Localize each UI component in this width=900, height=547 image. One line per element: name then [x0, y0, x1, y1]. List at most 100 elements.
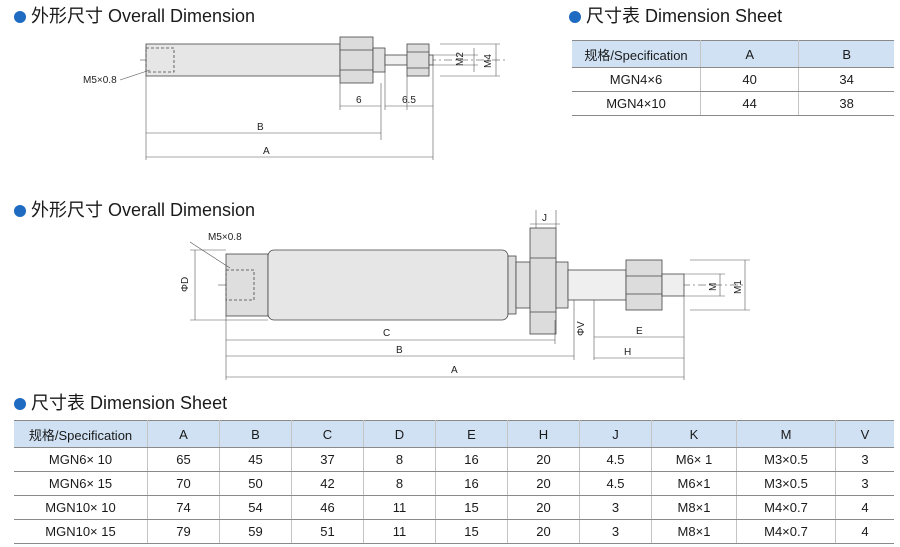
table-cell: 3 — [835, 447, 894, 472]
table-cell: 15 — [435, 519, 508, 544]
dim-j-label: J — [542, 213, 547, 224]
rod-nut-2 — [625, 259, 663, 311]
dimension-sheet-heading-1: 尺寸表 Dimension Sheet — [569, 5, 782, 27]
body-tube — [145, 43, 341, 77]
table-cell: M8×1 — [651, 519, 737, 544]
table-header-row: 规格/Specification A B — [572, 40, 894, 68]
overall-dimension-heading-2: 外形尺寸 Overall Dimension — [14, 199, 255, 221]
column-header: 规格/Specification — [14, 420, 148, 448]
bullet-icon — [14, 205, 26, 217]
table-cell: 37 — [291, 447, 364, 472]
table-cell: M4×0.7 — [736, 519, 836, 544]
dimension-sheet-heading-2: 尺寸表 Dimension Sheet — [14, 392, 227, 414]
table-row: MGN6× 15 70 50 42 8 16 20 4.5 M6×1 M3×0.… — [14, 471, 894, 496]
dimension-lines-1 — [119, 43, 500, 160]
table-cell: 44 — [699, 91, 799, 116]
hex-nut — [339, 36, 374, 84]
rod-nut — [406, 43, 430, 77]
table-cell: 4.5 — [579, 471, 652, 496]
column-header: D — [363, 420, 436, 448]
table-cell: 3 — [835, 471, 894, 496]
dim-m-label: M — [708, 283, 719, 291]
column-header: 规格/Specification — [572, 40, 701, 68]
bullet-icon — [569, 11, 581, 23]
thread-label-2: M5×0.8 — [208, 232, 242, 243]
heading-text: 尺寸表 Dimension Sheet — [31, 393, 228, 413]
collar — [372, 47, 386, 73]
dim-phi-v-label: ΦV — [576, 321, 587, 336]
table-cell: 51 — [291, 519, 364, 544]
column-header: C — [291, 420, 364, 448]
table-row: MGN4×6 40 34 — [572, 67, 894, 92]
column-header: M — [736, 420, 836, 448]
dim-b-label-2: B — [396, 345, 403, 356]
table-cell: M3×0.5 — [736, 447, 836, 472]
table-cell: 38 — [798, 91, 894, 116]
table-cell: 20 — [507, 471, 580, 496]
heading-text: 尺寸表 Dimension Sheet — [586, 6, 783, 26]
dim-h-label: H — [624, 347, 631, 358]
table-cell: 40 — [699, 67, 799, 92]
flange-2 — [515, 261, 531, 309]
table-cell: M6× 1 — [651, 447, 737, 472]
table-row: MGN10× 15 79 59 51 11 15 20 3 M8×1 M4×0.… — [14, 519, 894, 544]
bullet-icon — [14, 11, 26, 23]
dim-e-label: E — [636, 326, 643, 337]
table-cell: 4 — [835, 495, 894, 520]
dim-6-5-label: 6.5 — [402, 95, 416, 106]
column-header: J — [579, 420, 652, 448]
dim-m1-label: M1 — [733, 280, 744, 294]
table-cell: 20 — [507, 519, 580, 544]
column-header: A — [699, 40, 799, 68]
table-cell: 8 — [363, 471, 436, 496]
column-header: H — [507, 420, 580, 448]
column-header: B — [798, 40, 894, 68]
table-cell: MGN6× 10 — [14, 447, 148, 472]
m4-label: M4 — [483, 54, 494, 68]
table-cell: M4×0.7 — [736, 495, 836, 520]
table-cell: MGN10× 15 — [14, 519, 148, 544]
flange-1 — [507, 255, 517, 315]
table-cell: 70 — [147, 471, 220, 496]
end-cap — [225, 253, 269, 317]
table-cell: MGN6× 15 — [14, 471, 148, 496]
table-cell: 11 — [363, 495, 436, 520]
dim-a-label-2: A — [451, 365, 458, 376]
table-cell: 20 — [507, 495, 580, 520]
table-cell: M8×1 — [651, 495, 737, 520]
table-cell: M3×0.5 — [736, 471, 836, 496]
table-cell: 54 — [219, 495, 292, 520]
column-header: K — [651, 420, 737, 448]
table-row: MGN4×10 44 38 — [572, 91, 894, 116]
table-cell: 16 — [435, 447, 508, 472]
thread-hidden-lines-2 — [225, 269, 255, 301]
body-tube-2 — [267, 249, 509, 321]
table-row: MGN10× 10 74 54 46 11 15 20 3 M8×1 M4×0.… — [14, 495, 894, 520]
table-cell: 11 — [363, 519, 436, 544]
table-cell: 46 — [291, 495, 364, 520]
table-cell: 15 — [435, 495, 508, 520]
table-cell: 8 — [363, 447, 436, 472]
dim-c-label: C — [383, 328, 390, 339]
rod-tip-2 — [661, 273, 685, 297]
column-header: A — [147, 420, 220, 448]
column-header: V — [835, 420, 894, 448]
table-header-row: 规格/Specification A B C D E H J K M V — [14, 420, 894, 448]
column-header: B — [219, 420, 292, 448]
thread-hidden-lines — [145, 47, 175, 73]
heading-text: 外形尺寸 Overall Dimension — [31, 6, 256, 26]
m2-label: M2 — [455, 52, 466, 66]
dim-b-label-1: B — [257, 122, 264, 133]
heading-text: 外形尺寸 Overall Dimension — [31, 200, 256, 220]
table-cell: M6×1 — [651, 471, 737, 496]
dimension-lines-2 — [189, 210, 750, 380]
table-cell: 16 — [435, 471, 508, 496]
table-cell: 50 — [219, 471, 292, 496]
dim-phi-d-label: ΦD — [180, 277, 191, 292]
rod-tip — [428, 54, 434, 66]
bullet-icon — [14, 398, 26, 410]
collar-2 — [555, 261, 569, 309]
dimension-table-2: 规格/Specification A B C D E H J K M V MGN… — [14, 420, 894, 544]
overall-dimension-heading-1: 外形尺寸 Overall Dimension — [14, 5, 255, 27]
